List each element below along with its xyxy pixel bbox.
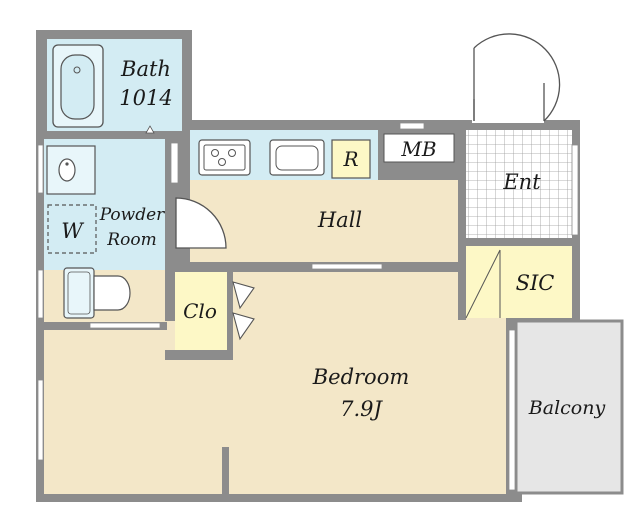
bath-label: Bath [120,57,171,81]
sic-label: SIC [516,271,555,295]
toilet [63,267,131,319]
bath-size-label: 1014 [119,86,172,110]
washer-space [47,204,97,254]
balcony-area [514,319,624,495]
hall-label: Hall [317,208,362,232]
meter-box-label: MB [400,137,436,161]
refrigerator [331,139,371,179]
entrance-door [472,33,561,123]
bedroom-size-label: 7.9J [340,397,383,421]
bedroom-label: Bedroom [312,365,410,389]
powder-room-label-line2: Room [106,230,156,250]
entrance-label: Ent [502,170,541,194]
refrigerator-label: R [342,147,358,171]
triangle-icon [145,125,155,134]
kitchen-sink [269,139,325,176]
hall-room [190,180,458,262]
washer-label: W [61,219,85,243]
sic-door [465,249,501,319]
closet-room [175,272,227,350]
powder-room-label-line1: Powder [99,205,165,225]
balcony-label: Balcony [528,397,606,419]
washbasin [46,145,96,195]
powder-room-door [175,197,227,249]
closet-doors [232,281,255,341]
meter-box [383,133,455,163]
closet-label: Clo [183,299,217,323]
entrance-room [466,130,572,238]
stove [198,139,251,176]
windows [37,122,579,491]
bathtub [52,44,104,128]
bedroom-partition [222,447,229,494]
